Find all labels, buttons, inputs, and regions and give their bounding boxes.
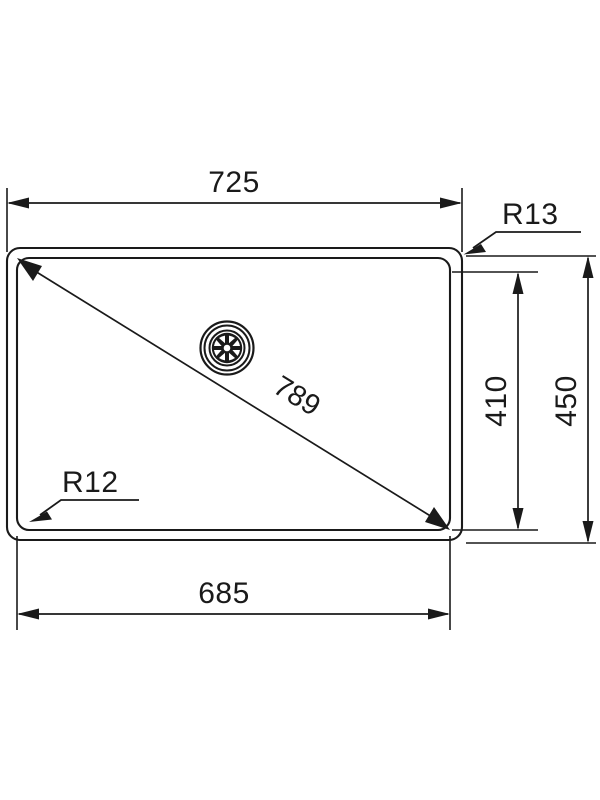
sink-outline-group <box>5 246 464 542</box>
dim-label-410: 410 <box>480 375 513 427</box>
callout-label-r13: R13 <box>502 198 559 231</box>
sink-outer-rim-rect <box>5 246 464 542</box>
dimension-410-group: 410 <box>452 271 538 531</box>
arrowhead-450-top <box>582 256 594 278</box>
callout-label-r12: R12 <box>62 466 119 499</box>
arrowhead-450-bottom <box>582 521 594 543</box>
arrowhead-789-lower-right <box>425 507 450 530</box>
dimension-685-group: 685 <box>16 536 451 630</box>
arrowhead-r12 <box>29 511 52 522</box>
dim-line-789 <box>21 262 446 526</box>
dim-label-789: 789 <box>268 370 326 423</box>
callout-r12-group: R12 <box>29 466 139 522</box>
arrowhead-725-right <box>440 197 462 209</box>
dim-label-725: 725 <box>208 166 260 199</box>
dim-label-450: 450 <box>550 375 583 427</box>
arrowhead-410-bottom <box>512 508 524 530</box>
arrowhead-789-upper-left <box>17 258 42 281</box>
callout-r13-group: R13 <box>463 198 581 255</box>
arrowhead-725-left <box>7 197 29 209</box>
drain-third-ring <box>208 329 246 367</box>
leader-line-r12 <box>39 499 139 516</box>
drain-strainer-icon <box>199 320 255 376</box>
dimension-450-group: 450 <box>466 255 596 544</box>
arrowhead-410-top <box>512 272 524 294</box>
sink-inner-bowl-rect <box>15 256 452 532</box>
drain-grate-openings <box>214 335 240 361</box>
arrowhead-685-left <box>17 608 39 620</box>
dimension-725-group: 725 <box>6 166 463 252</box>
leader-line-r13 <box>472 231 581 249</box>
drain-second-ring <box>203 324 251 372</box>
arrowhead-685-right <box>428 608 450 620</box>
drain-outer-ring <box>199 320 255 376</box>
arrowhead-r13 <box>463 244 486 255</box>
dim-label-685: 685 <box>198 577 250 610</box>
